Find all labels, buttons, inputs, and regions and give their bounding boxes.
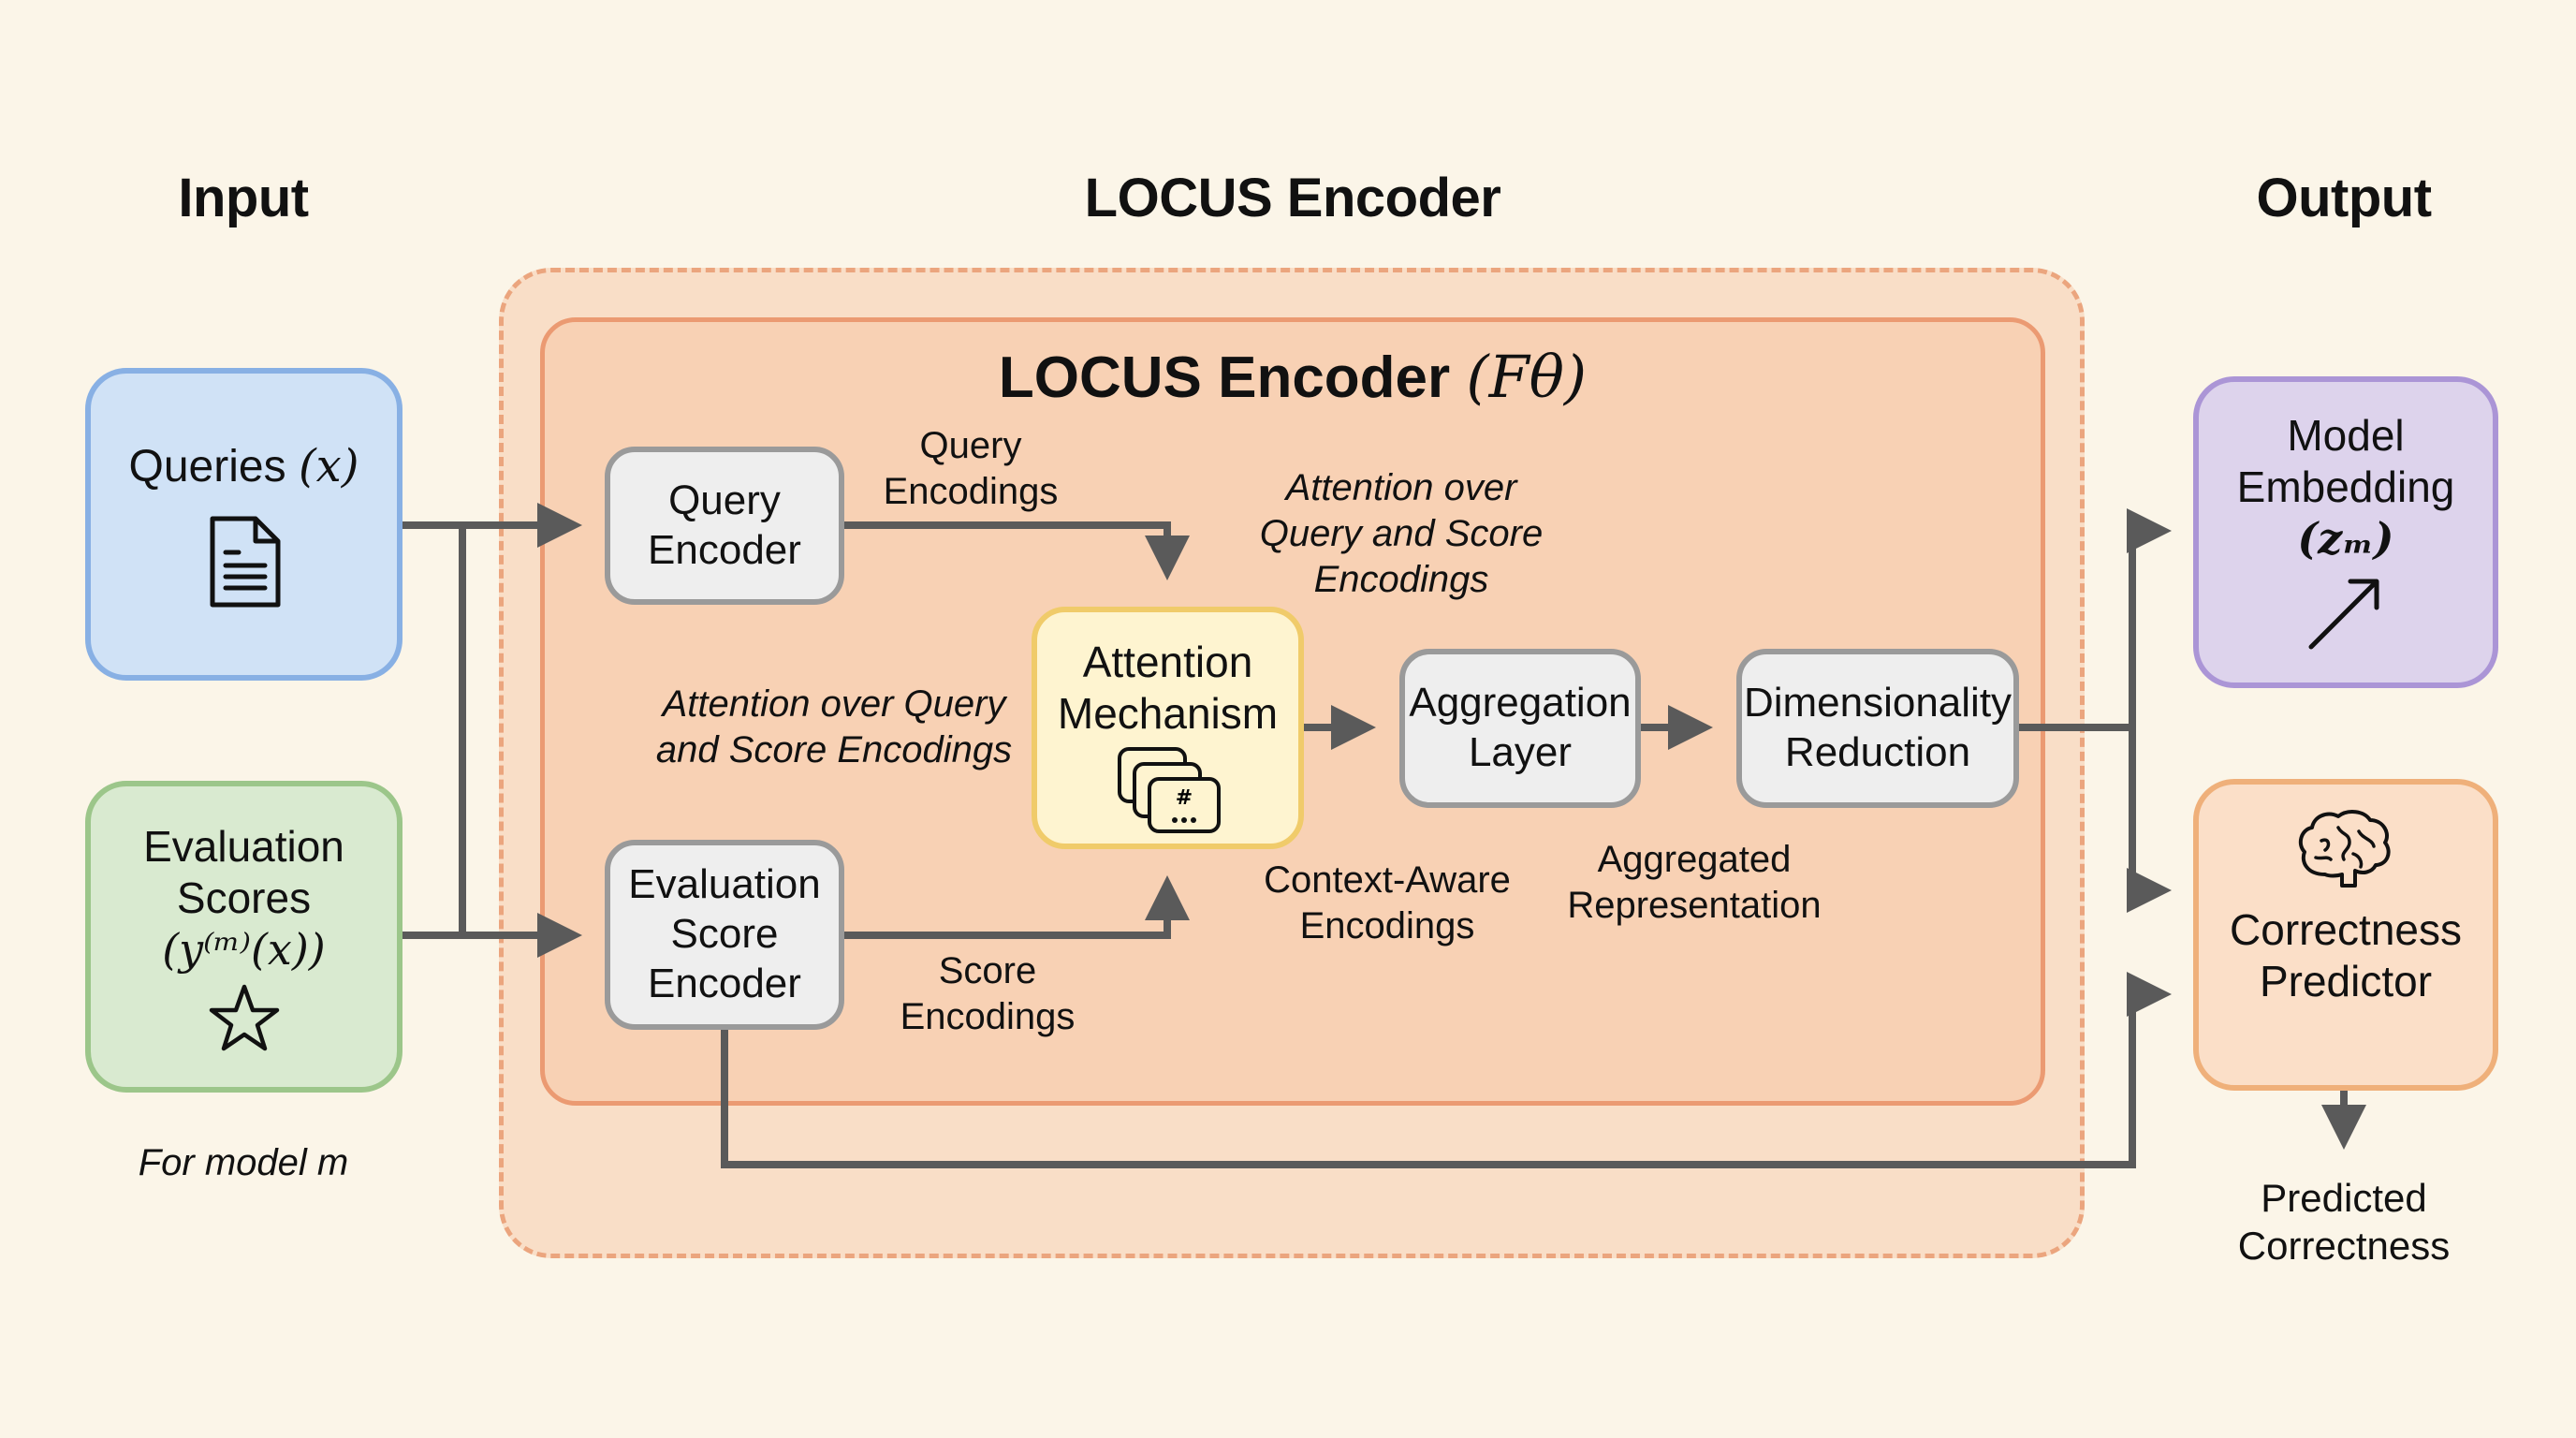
score-encoder-line3: Encoder [648,960,801,1006]
encoder-block-title: LOCUS Encoder (Fθ) [999,343,1587,411]
predicted-line1: Predicted [2261,1176,2427,1220]
attention-line2: Mechanism [1057,689,1279,739]
queries-label: Queries (x) [129,440,359,494]
dimensionality-reduction-box[interactable]: Dimensionality Reduction [1736,649,2019,808]
attention-left-line2: and Score Encodings [655,728,1013,770]
for-model-note: For model m [138,1142,349,1183]
score-encodings-line1: Score [938,950,1037,991]
attention-mechanism-box[interactable]: Attention Mechanism # [1032,607,1304,849]
edge-query-encoder-to-attention [844,521,1190,580]
score-encoder-line2: Score [670,911,779,958]
aggregation-line1: Aggregation [1409,680,1632,726]
scores-label-line2: Scores [176,873,312,922]
star-icon [209,983,280,1052]
query-encodings-label: Query Encodings [884,423,1059,515]
edge-to-predictor-embedding [2127,727,2172,913]
queries-label-math: (x) [298,440,359,493]
aggregated-line2: Representation [1567,884,1822,926]
output-heading: Output [2256,168,2432,228]
score-encodings-label: Score Encodings [900,948,1076,1040]
scores-label-line1: Evaluation [143,821,344,871]
svg-text:#: # [1175,786,1192,810]
evaluation-scores-box[interactable]: Evaluation Scores (y⁽ᵐ⁾(x)) [85,781,402,1093]
arrow-up-right-icon [2304,570,2388,654]
score-encoder-line1: Evaluation [628,861,821,908]
model-embedding-line1: Model [2287,410,2405,460]
correctness-predictor-box[interactable]: Correctness Predictor [2193,779,2498,1091]
context-aware-label: Context-Aware Encodings [1264,858,1511,949]
aggregation-line2: Layer [1468,729,1573,775]
predictor-line1: Correctness [2230,905,2462,954]
queries-label-text: Queries [128,442,286,492]
queries-box[interactable]: Queries (x) [85,368,402,681]
model-embedding-math: (zₘ) [2297,513,2394,565]
encoder-block-title-text: LOCUS Encoder [998,345,1451,410]
query-encoder-line1: Query [668,477,781,523]
edge-score-encoder-to-attention [844,875,1190,939]
dim-reduction-line1: Dimensionality [1743,680,2012,726]
query-encodings-line1: Query [919,425,1022,466]
aggregated-representation-label: Aggregated Representation [1567,837,1821,929]
attention-top-line1: Attention over [1285,467,1517,508]
aggregation-layer-box[interactable]: Aggregation Layer [1399,649,1641,808]
stacked-cards-icon: # [1112,745,1224,835]
score-encodings-line2: Encodings [900,995,1076,1037]
predicted-correctness-label: Predicted Correctness [2238,1174,2450,1269]
query-encoder-line2: Encoder [648,526,801,573]
brain-icon [2297,809,2394,888]
aggregated-line1: Aggregated [1597,839,1792,880]
predicted-line2: Correctness [2237,1224,2451,1269]
scores-label-math: (y⁽ᵐ⁾(x)) [162,924,326,976]
edge-to-model-embedding [2127,508,2172,727]
input-heading: Input [178,168,309,228]
predictor-line2: Predictor [2259,957,2433,1006]
document-icon [207,515,282,609]
model-embedding-line2: Embedding [2236,462,2455,511]
attention-top-label: Attention over Query and Score Encodings [1260,465,1543,602]
attention-left-label: Attention over Query and Score Encodings [656,682,1012,773]
attention-left-line1: Attention over Query [662,683,1006,725]
edge-score-encoder-to-predictor [721,972,2172,1168]
encoder-block-title-math: (Fθ) [1466,343,1588,411]
attention-top-line3: Encodings [1313,558,1489,600]
dim-reduction-line2: Reduction [1784,729,1971,775]
query-encodings-line2: Encodings [883,470,1059,512]
encoder-heading: LOCUS Encoder [1084,168,1501,228]
query-encoder-box[interactable]: Query Encoder [605,447,844,605]
context-aware-line1: Context-Aware [1264,859,1511,901]
attention-line1: Attention [1082,638,1253,686]
score-encoder-box[interactable]: Evaluation Score Encoder [605,840,844,1030]
attention-top-line2: Query and Score [1259,512,1544,554]
model-embedding-box[interactable]: Model Embedding (zₘ) [2193,376,2498,688]
context-aware-line2: Encodings [1299,904,1475,946]
